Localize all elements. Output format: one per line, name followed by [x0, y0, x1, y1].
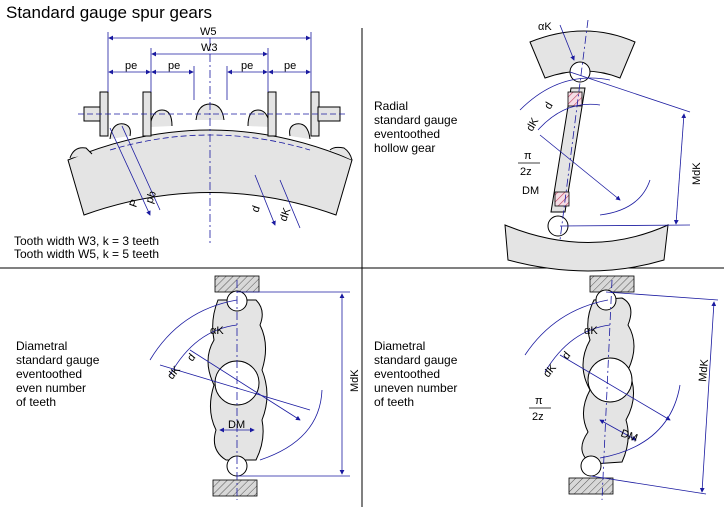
pe-label-4: pe [284, 60, 296, 72]
w5-label: W5 [200, 26, 217, 38]
even-dm-label: DM [228, 419, 245, 431]
radial-description: Radial standard gauge eventoothed hollow… [374, 99, 458, 155]
uneven-dk-label: dK [541, 361, 559, 380]
uneven-pi-label: π [535, 395, 543, 407]
radial-2z-label: 2z [520, 166, 532, 178]
radial-pi-label: π [524, 150, 532, 162]
caption-tooth-width-w3: Tooth width W3, k = 3 teeth [14, 234, 160, 248]
diametral-uneven-panel: αK d dK π 2z DM MdK [524, 275, 719, 501]
even-d-label: d [185, 352, 198, 364]
radial-dk-label: dK [524, 115, 541, 133]
radial-alpha-label: αK [538, 21, 552, 33]
hollow-gear-bottom [504, 224, 669, 272]
p-label: P [128, 198, 142, 209]
spur-gear-panel: W5 W3 pe pe pe pe P pb d dK [67, 26, 353, 245]
uneven-mdk-label: MdK [697, 358, 711, 382]
uneven-2z-label: 2z [532, 411, 544, 423]
even-mdk-label: MdK [349, 369, 361, 392]
pb-label: pb [144, 189, 159, 205]
radial-d-label: d [542, 100, 555, 111]
even-alpha-label: αK [210, 325, 224, 337]
radial-dm-label: DM [522, 185, 539, 197]
page-title: Standard gauge spur gears [6, 3, 213, 22]
diametral-uneven-description: Diametral standard gauge eventoothed une… [374, 339, 458, 409]
uneven-d-label: d [560, 350, 573, 362]
diametral-even-panel: αK d dK DM MdK [149, 275, 361, 500]
uneven-dm-label: DM [619, 428, 639, 445]
radial-mdk-label: MdK [691, 162, 703, 185]
pe-label-2: pe [168, 60, 180, 72]
pe-label-3: pe [241, 60, 253, 72]
even-dk-label: dK [165, 363, 183, 382]
caption-tooth-width-w5: Tooth width W5, k = 5 teeth [14, 247, 160, 261]
dk-label: dK [278, 206, 294, 223]
uneven-alpha-label: αK [584, 325, 598, 337]
radial-gear-panel: αK d dK π 2z DM MdK [504, 19, 703, 272]
uneven-gear-bore [587, 357, 633, 403]
d-label: d [250, 204, 263, 214]
uneven-ball-bottom [580, 455, 602, 477]
spur-gear-teeth [69, 103, 353, 161]
measuring-pin [550, 87, 586, 213]
pe-label-1: pe [125, 60, 137, 72]
diametral-even-description: Diametral standard gauge eventoothed eve… [16, 339, 100, 409]
w3-label: W3 [201, 42, 218, 54]
